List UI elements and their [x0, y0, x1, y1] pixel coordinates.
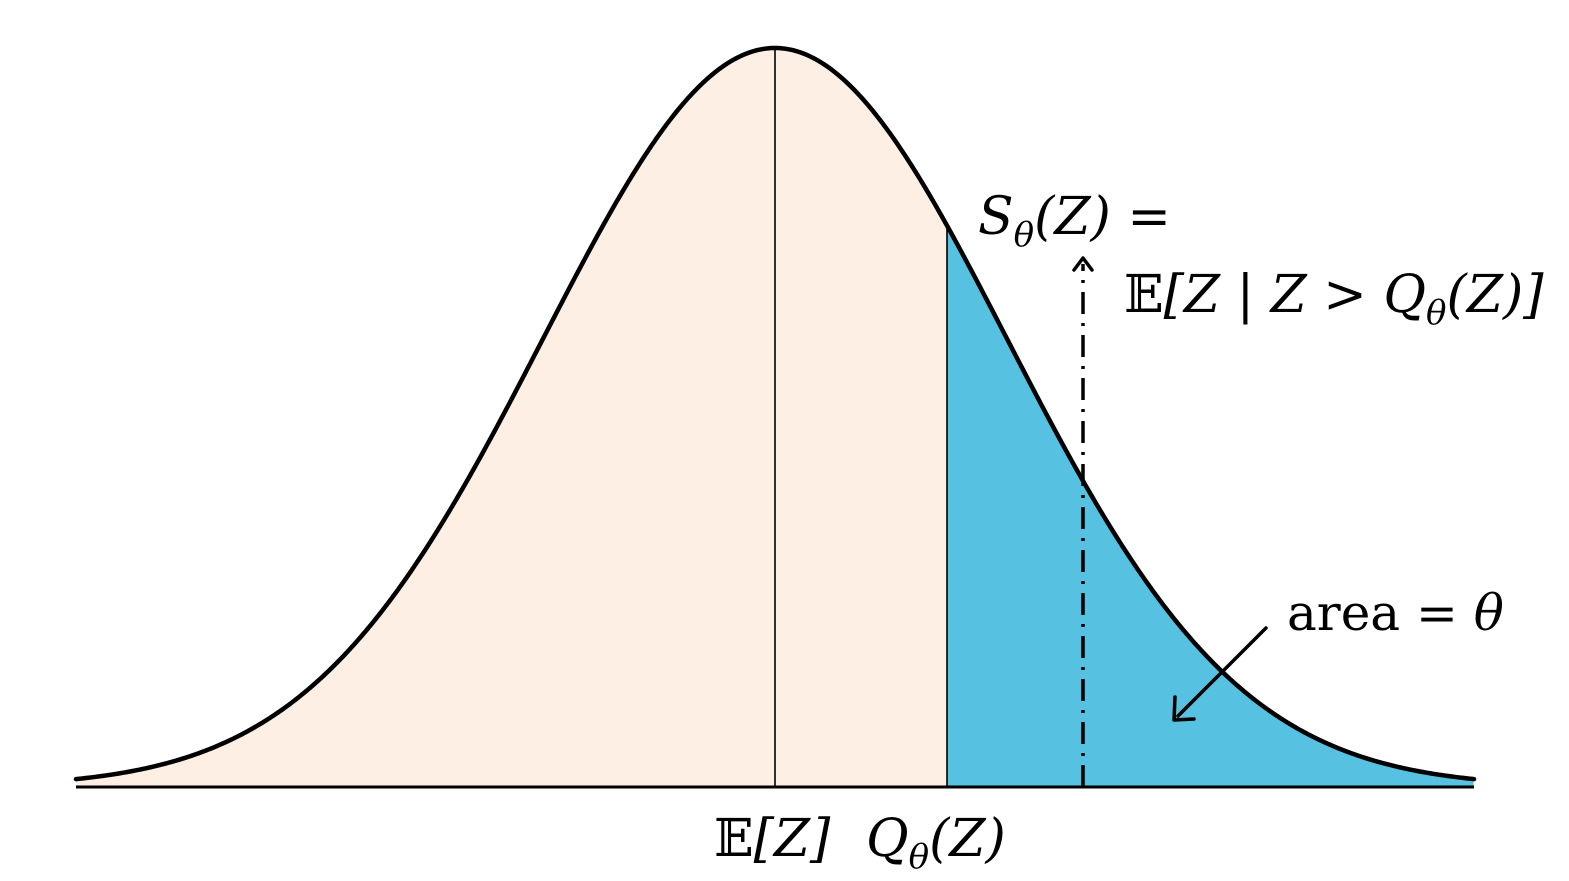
cvar-definition-q: Q — [1383, 265, 1426, 325]
cvar-definition-left: [Z | Z > — [1164, 265, 1384, 325]
area-label: area = θ — [1287, 584, 1504, 642]
density-curve — [73, 45, 1477, 782]
cvar-symbol-s: S — [978, 187, 1014, 247]
cvar-definition-sub: θ — [1426, 293, 1446, 333]
cvar-symbol-sub: θ — [1014, 215, 1034, 255]
area-label-word: area = — [1287, 584, 1474, 642]
cvar-symbol-label: Sθ(Z) = — [978, 187, 1171, 255]
quantile-label-q: Q — [866, 809, 909, 869]
quantile-label-arg: (Z) — [929, 809, 1006, 869]
tail-area-theta — [947, 225, 1474, 787]
quantile-label: Qθ(Z) — [866, 809, 1006, 877]
area-arrowhead-icon — [1172, 695, 1196, 722]
area-arrow-shaft — [1176, 626, 1268, 718]
area-label-theta: θ — [1474, 584, 1504, 642]
mean-label-arg: [Z] — [754, 809, 831, 869]
cvar-definition-right: (Z)] — [1447, 265, 1545, 325]
cvar-arrowhead-icon — [1072, 256, 1094, 272]
cvar-definition-bb: 𝔼 — [1124, 265, 1164, 325]
quantile-label-sub: θ — [909, 837, 929, 877]
mean-label: 𝔼[Z] — [714, 809, 831, 869]
distribution-body-area — [76, 48, 947, 787]
cvar-symbol-arg: (Z) = — [1034, 187, 1171, 247]
cvar-definition-label: 𝔼[Z | Z > Qθ(Z)] — [1124, 265, 1544, 333]
mean-label-bb: 𝔼 — [714, 809, 754, 869]
